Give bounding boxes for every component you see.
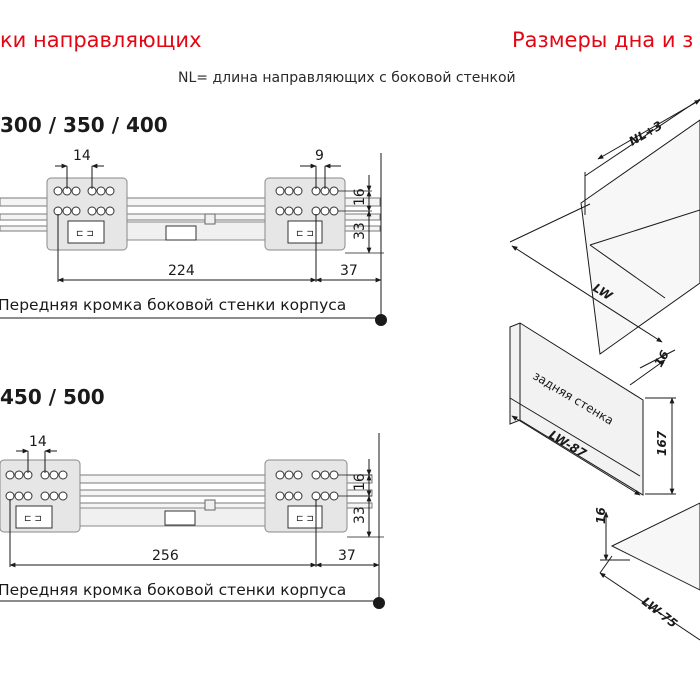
label-167: 167 bbox=[655, 430, 669, 456]
svg-text:⊏ ⊐: ⊏ ⊐ bbox=[296, 514, 314, 524]
lengths-heading-2: 450 / 500 bbox=[0, 385, 105, 409]
right-title: Размеры дна и з bbox=[512, 28, 694, 52]
dim-16-bottom: 16 bbox=[352, 473, 368, 491]
caption-1: Передняя кромка боковой стенки корпуса bbox=[0, 296, 346, 314]
dim-37-top: 37 bbox=[340, 263, 358, 279]
dim-224: 224 bbox=[168, 263, 195, 279]
dim-16-top: 16 bbox=[352, 188, 368, 206]
label-nl3: NL+3 bbox=[627, 118, 665, 148]
svg-text:⊏ ⊐: ⊏ ⊐ bbox=[24, 514, 42, 524]
subtitle: NL= длина направляющих с боковой стенкой bbox=[178, 70, 516, 86]
label-16-bottom: 16 bbox=[594, 507, 608, 524]
drawer-isometric bbox=[509, 98, 700, 641]
dim-14-top: 14 bbox=[73, 148, 91, 164]
dim-9-top: 9 bbox=[315, 148, 324, 164]
runner-drawing-2: ⊏ ⊐ ⊏ ⊐ bbox=[0, 433, 385, 609]
caption-2: Передняя кромка боковой стенки корпуса bbox=[0, 581, 346, 599]
dim-256: 256 bbox=[152, 548, 179, 564]
dim-14-bottom: 14 bbox=[29, 434, 47, 450]
dim-33-top: 33 bbox=[352, 222, 368, 240]
svg-text:⊏ ⊐: ⊏ ⊐ bbox=[76, 229, 94, 239]
left-title: ки направляющих bbox=[0, 28, 202, 52]
dim-33-bottom: 33 bbox=[352, 506, 368, 524]
runner-drawing-1: ⊏ ⊐ ⊏ ⊐ bbox=[0, 153, 387, 326]
lengths-heading-1: 300 / 350 / 400 bbox=[0, 113, 168, 137]
svg-text:⊏ ⊐: ⊏ ⊐ bbox=[296, 229, 314, 239]
dim-37-bottom: 37 bbox=[338, 548, 356, 564]
label-16-back: 16 bbox=[651, 348, 671, 369]
label-lw75: LW-75 bbox=[639, 594, 680, 630]
